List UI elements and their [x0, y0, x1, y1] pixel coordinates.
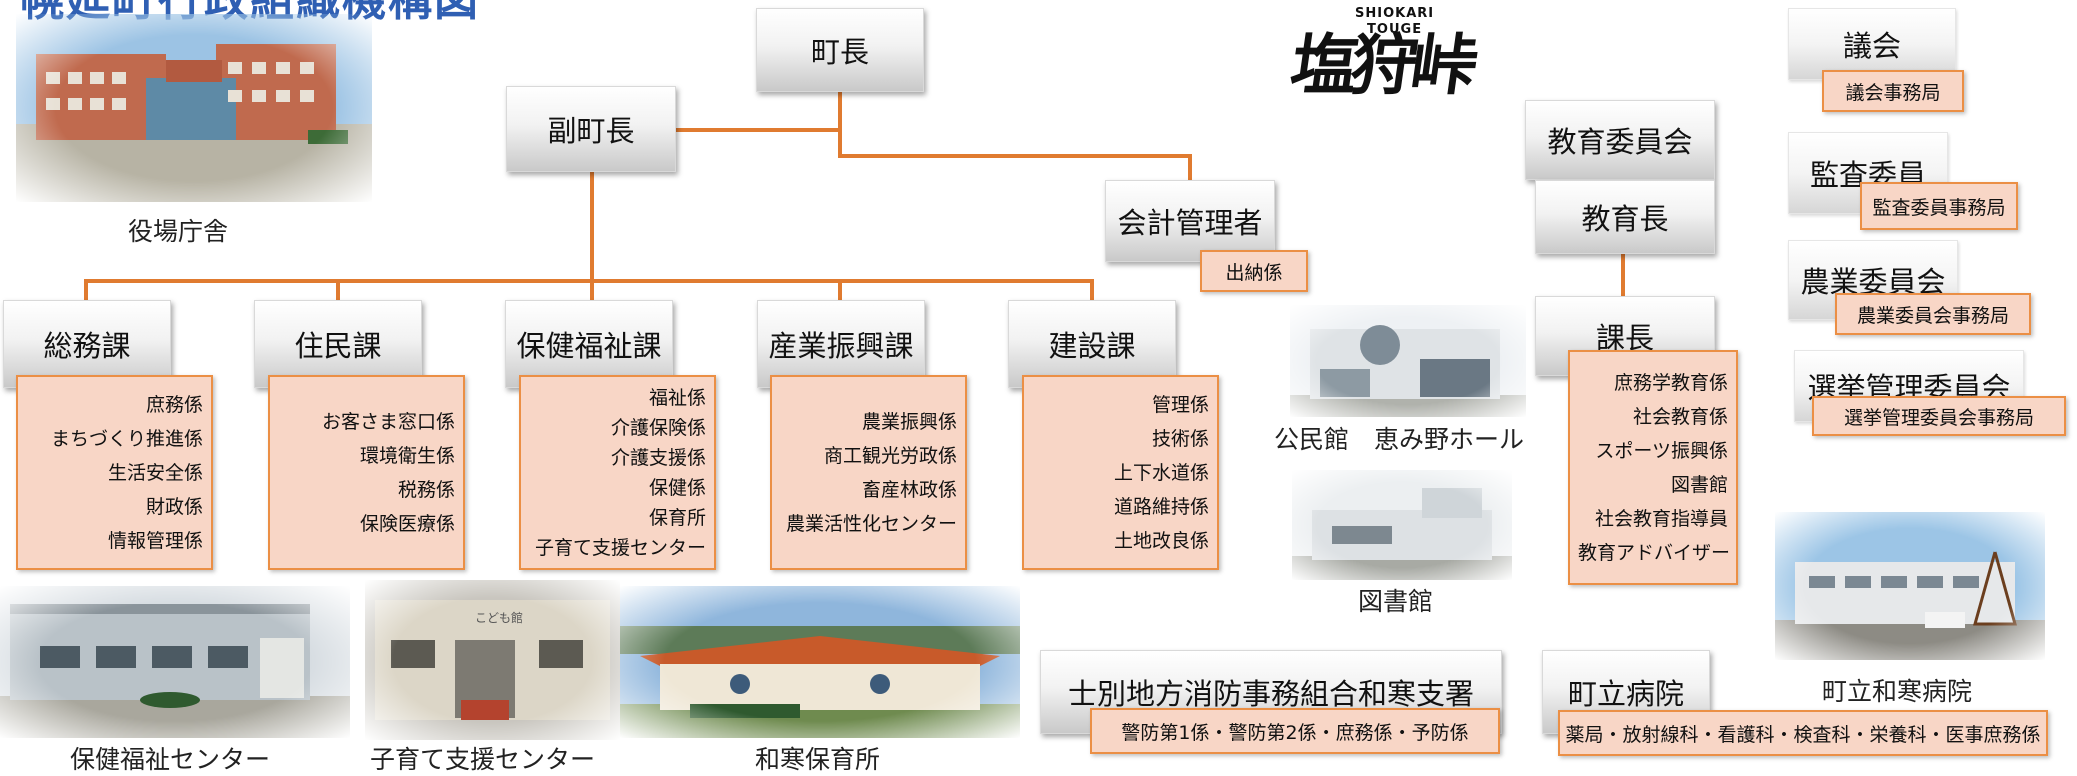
- caption-hospital: 町立和寒病院: [1822, 677, 1973, 706]
- library-photo: [1292, 470, 1512, 580]
- caption-town-hall: 役場庁舎: [128, 217, 229, 246]
- committee-agriculture-office: 農業委員会事務局: [1835, 293, 2031, 335]
- accounting-manager-box: 会計管理者: [1105, 180, 1275, 262]
- department-header-soumu: 総務課: [3, 300, 171, 388]
- caption-library: 図書館: [1358, 587, 1434, 616]
- accounting-sub-box: 出納係: [1200, 250, 1308, 292]
- childcare-center-photo: こども館: [365, 580, 620, 740]
- department-sections-sangyou: 農業振興係商工観光労政係畜産林政係農業活性化センター: [770, 375, 967, 570]
- caption-health-center: 保健福祉センター: [70, 745, 271, 774]
- education-sections-box: 庶務学教育係社会教育係スポーツ振興係図書館社会教育指導員教育アドバイザー: [1568, 350, 1738, 585]
- childcare-sign-text: こども館: [475, 610, 523, 625]
- nursery-photo: [620, 586, 1020, 738]
- health-center-photo: [0, 586, 350, 738]
- fire-department-box: 士別地方消防事務組合和寒支署: [1040, 650, 1502, 734]
- department-sections-soumu: 庶務係まちづくり推進係生活安全係財政係情報管理係: [16, 375, 213, 570]
- logo-english-text: SHIOKARI TOUGE: [1355, 6, 1435, 37]
- committee-audit-office: 監査委員事務局: [1860, 182, 2018, 230]
- hospital-sections: 薬局・放射線科・看護科・検査科・栄養科・医事庶務係: [1558, 710, 2048, 756]
- committee-assembly-box: 議会: [1788, 8, 1956, 80]
- department-header-hoken-fukushi: 保健福祉課: [505, 300, 673, 388]
- department-header-jumin: 住民課: [254, 300, 422, 388]
- deputy-mayor-box: 副町長: [506, 86, 676, 172]
- mayor-box: 町長: [756, 8, 924, 92]
- department-sections-hoken-fukushi: 福祉係介護保険係介護支援係保健係保育所子育て支援センター: [519, 375, 716, 570]
- superintendent-box: 教育長: [1535, 180, 1715, 254]
- caption-nursery: 和寒保育所: [755, 745, 881, 774]
- department-sections-kensetsu: 管理係技術係上下水道係道路維持係土地改良係: [1022, 375, 1219, 570]
- committee-assembly-office: 議会事務局: [1822, 70, 1964, 112]
- hospital-photo: [1775, 512, 2045, 660]
- committee-election-office: 選挙管理委員会事務局: [1812, 396, 2066, 436]
- department-header-kensetsu: 建設課: [1008, 300, 1176, 388]
- caption-childcare-center: 子育て支援センター: [370, 745, 596, 774]
- shiokari-touge-logo: 塩狩峠: [1285, 26, 1477, 104]
- caption-community-hall: 公民館 恵み野ホール: [1274, 425, 1525, 454]
- education-board-box: 教育委員会: [1525, 100, 1715, 180]
- department-sections-jumin: お客さま窓口係環境衛生係税務係保険医療係: [268, 375, 465, 570]
- community-hall-photo: [1290, 305, 1526, 417]
- town-hall-photo: [16, 14, 372, 202]
- department-header-sangyou: 産業振興課: [757, 300, 925, 388]
- fire-department-sections: 警防第1係・警防第2係・庶務係・予防係: [1090, 708, 1500, 754]
